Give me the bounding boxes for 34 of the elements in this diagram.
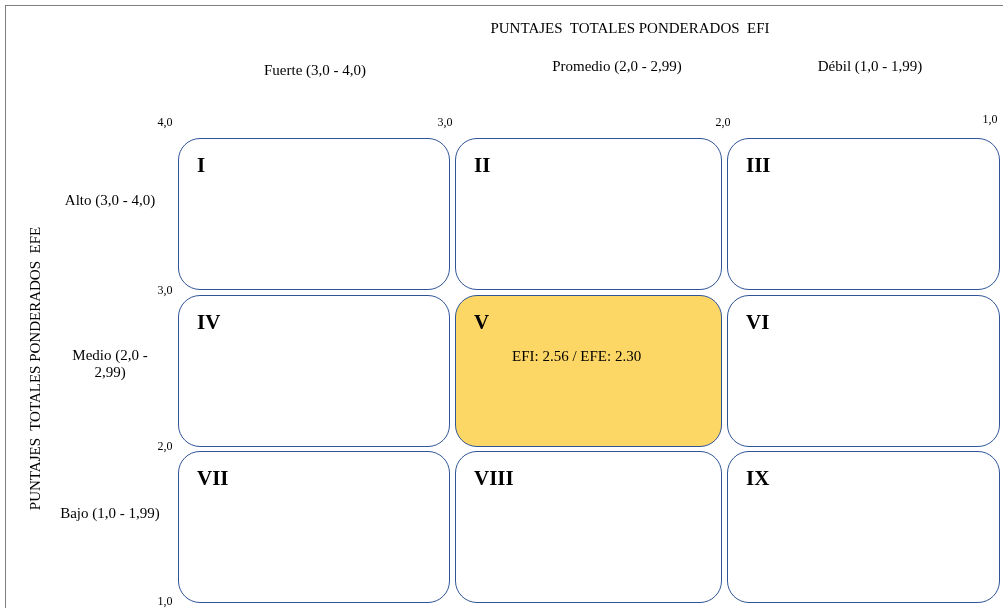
column-header: Débil (1,0 - 1,99)	[816, 58, 924, 75]
roman-numeral: II	[474, 153, 491, 178]
quadrant-box	[455, 138, 722, 290]
roman-numeral: VI	[746, 310, 770, 335]
quadrant-box	[178, 451, 450, 603]
axis-title: PUNTAJES TOTALES PONDERADOS EFE	[26, 225, 44, 513]
quadrant-box	[455, 295, 722, 447]
axis-title: PUNTAJES TOTALES PONDERADOS EFI	[489, 20, 771, 37]
tick-label: 3,0	[156, 283, 174, 298]
tick-label: 1,0	[156, 594, 174, 608]
roman-numeral: V	[474, 310, 490, 335]
quadrant-box	[178, 295, 450, 447]
column-header: Promedio (2,0 - 2,99)	[551, 58, 683, 75]
row-header: Medio (2,0 - 2,99)	[71, 347, 149, 381]
tick-label: 4,0	[156, 115, 174, 130]
quadrant-box	[727, 451, 1000, 603]
roman-numeral: III	[746, 153, 771, 178]
row-header: Bajo (1,0 - 1,99)	[60, 505, 160, 522]
score-text: EFI: 2.56 / EFE: 2.30	[512, 348, 642, 365]
tick-label: 2,0	[714, 115, 732, 130]
roman-numeral: VIII	[474, 466, 514, 491]
roman-numeral: IV	[197, 310, 221, 335]
roman-numeral: IX	[746, 466, 770, 491]
quadrant-box	[727, 295, 1000, 447]
tick-label: 3,0	[436, 115, 454, 130]
column-header: Fuerte (3,0 - 4,0)	[262, 62, 368, 79]
roman-numeral: VII	[197, 466, 229, 491]
quadrant-box	[455, 451, 722, 603]
quadrant-box	[727, 138, 1000, 290]
tick-label: 2,0	[156, 439, 174, 454]
quadrant-box	[178, 138, 450, 290]
roman-numeral: I	[197, 153, 206, 178]
row-header: Alto (3,0 - 4,0)	[63, 192, 157, 209]
tick-label: 1,0	[981, 112, 999, 127]
